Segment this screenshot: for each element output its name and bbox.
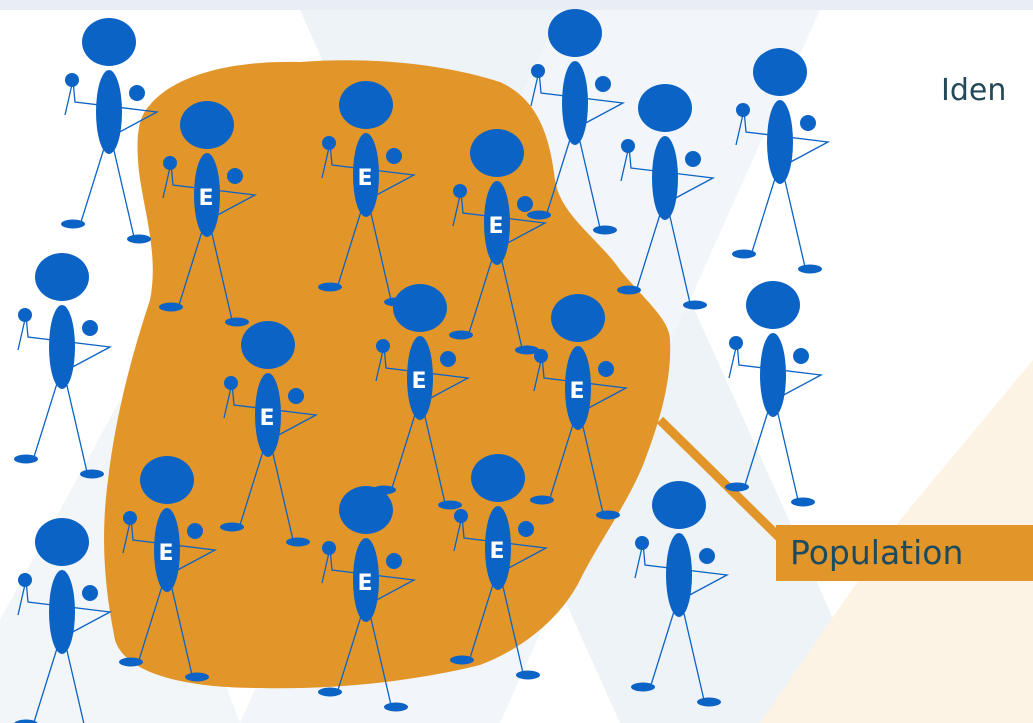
stick-figure-icon	[14, 253, 113, 479]
exposed-marker: E	[569, 379, 584, 404]
exposed-person-icon: E	[119, 456, 218, 682]
stick-figure-icon	[14, 518, 113, 723]
exposed-marker: E	[158, 541, 173, 566]
exposed-marker: E	[198, 186, 213, 211]
exposed-person-icon: E	[530, 294, 629, 520]
population-label: Population	[776, 525, 1033, 581]
exposed-marker: E	[489, 539, 504, 564]
exposed-person-icon: E	[159, 101, 258, 327]
exposed-marker: E	[488, 214, 503, 239]
stick-figure-icon	[631, 481, 730, 707]
stick-figure-icon	[527, 9, 626, 235]
exposed-person-icon: E	[318, 486, 417, 712]
exposed-marker: E	[357, 166, 372, 191]
stick-figure-icon	[725, 281, 824, 507]
stick-figure-icon	[617, 84, 716, 310]
stick-figure-icon	[61, 18, 160, 244]
top-band	[0, 0, 1033, 10]
exposed-marker: E	[411, 369, 426, 394]
slide-heading: Iden	[941, 73, 1007, 108]
callout-line	[656, 416, 794, 552]
exposed-person-icon: E	[372, 284, 471, 510]
exposed-person-icon: E	[449, 129, 548, 355]
exposed-person-icon: E	[450, 454, 549, 680]
exposed-marker: E	[259, 406, 274, 431]
stick-figure-icon	[732, 48, 831, 274]
exposed-person-icon: E	[318, 81, 417, 307]
exposed-person-icon: E	[220, 321, 319, 547]
exposed-marker: E	[357, 571, 372, 596]
